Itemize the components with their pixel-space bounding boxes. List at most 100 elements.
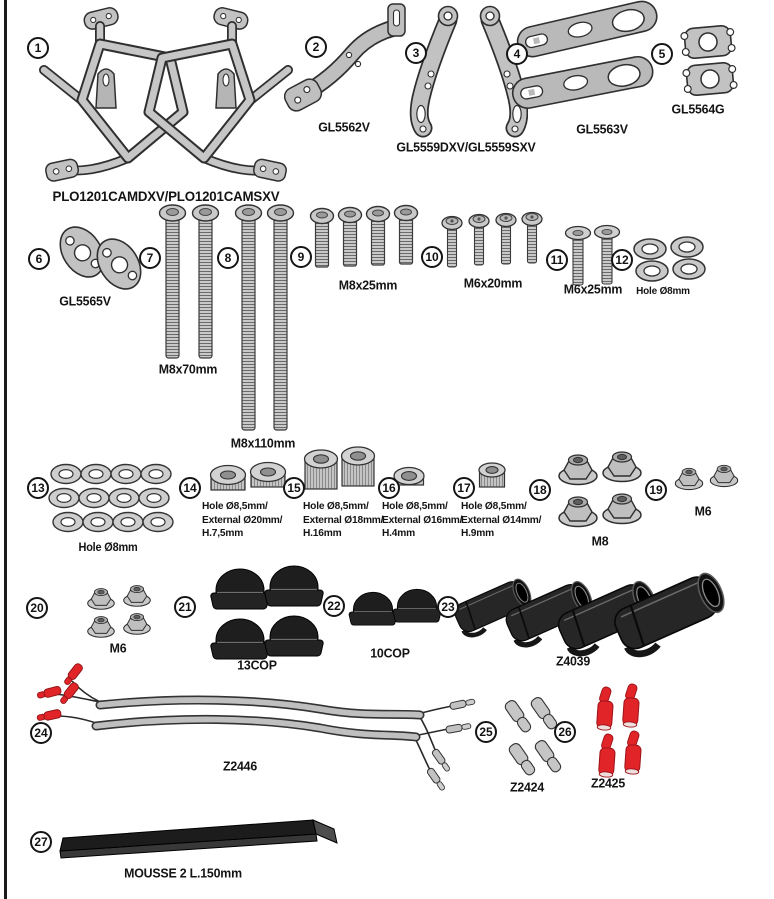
- label-hole-8mm-set: Hole Ø8mm: [78, 542, 138, 554]
- label-m6-nuts-pair: M6: [694, 503, 712, 519]
- label-m8x25: M8x25mm: [338, 277, 398, 293]
- item-number: 13: [31, 481, 45, 495]
- label-plo1201cam: PLO1201CAMDXV/PLO1201CAMSXV: [52, 188, 280, 204]
- part-bolts-m8x110: [234, 204, 295, 431]
- item-20-badge: 20: [26, 597, 48, 619]
- label-gl5564g: GL5564G: [671, 101, 725, 117]
- item-4-badge: 4: [506, 43, 528, 65]
- label-m8x70: M8x70mm: [158, 361, 218, 377]
- part-connectors-z2425: [595, 682, 643, 779]
- item-19-badge: 19: [645, 479, 667, 501]
- item-number: 4: [513, 47, 521, 61]
- label-gl5559: GL5559DXV/GL5559SXV: [396, 139, 536, 155]
- label-10cop: 10COP: [370, 645, 410, 661]
- item-number: 24: [34, 726, 48, 740]
- spec-line: H.7,5mm: [202, 527, 244, 539]
- item-number: 12: [615, 253, 629, 267]
- item-number: 1: [34, 41, 42, 55]
- item-6-badge: 6: [28, 248, 50, 270]
- label-gl5565v: GL5565V: [59, 293, 111, 309]
- item-13-badge: 13: [27, 477, 49, 499]
- item-18-badge: 18: [529, 479, 551, 501]
- label-mousse: MOUSSE 2 L.150mm: [124, 865, 242, 881]
- item-3-badge: 3: [405, 42, 427, 64]
- label-hole-8mm: Hole Ø8mm: [636, 285, 690, 297]
- item-number: 15: [287, 481, 301, 495]
- item-7-badge: 7: [139, 247, 161, 269]
- item-8-badge: 8: [217, 247, 239, 269]
- label-z2446: Z2446: [222, 758, 258, 774]
- part-nuts-m8: [558, 451, 642, 528]
- item-21-badge: 21: [174, 596, 196, 618]
- item-number: 11: [550, 253, 564, 267]
- item-number: 21: [178, 600, 192, 614]
- label-gl5562v: GL5562V: [318, 119, 370, 135]
- part-spacers-18mm: [303, 446, 376, 490]
- part-plates-gl5564g: [679, 23, 739, 98]
- item-15-badge: 15: [283, 477, 305, 499]
- item-2-badge: 2: [305, 36, 327, 58]
- label-m6x20: M6x20mm: [463, 275, 523, 291]
- label-gl5563v: GL5563V: [576, 121, 628, 137]
- item-number: 2: [312, 40, 320, 54]
- label-m8-nuts: M8: [591, 533, 609, 549]
- label-m6-nuts-set: M6: [109, 640, 127, 656]
- part-wiring-z2446: [35, 661, 476, 793]
- part-foam-mousse: [59, 819, 338, 859]
- item-number: 10: [425, 250, 439, 264]
- item-10-badge: 10: [421, 246, 443, 268]
- item-number: 20: [30, 601, 44, 615]
- item-27-badge: 27: [30, 831, 52, 853]
- item-22-badge: 22: [323, 595, 345, 617]
- label-spacer-20-spec: Hole Ø8,5mm/ External Ø20mm/ H.7,5mm: [202, 500, 283, 541]
- item-number: 3: [412, 46, 420, 60]
- item-number: 22: [327, 599, 341, 613]
- label-spacer-18-spec: Hole Ø8,5mm/ External Ø18mm/ H.16mm: [303, 500, 384, 541]
- part-caps-10cop: [348, 588, 442, 626]
- item-17-badge: 17: [453, 477, 475, 499]
- part-bracket-gl5562v: [284, 3, 406, 112]
- item-number: 7: [146, 251, 154, 265]
- item-number: 9: [297, 250, 305, 264]
- item-14-badge: 14: [179, 477, 201, 499]
- spec-line: Hole Ø8,5mm/: [303, 500, 369, 512]
- spec-line: Hole Ø8,5mm/: [202, 500, 268, 512]
- item-26-badge: 26: [554, 721, 576, 743]
- item-number: 23: [441, 600, 455, 614]
- spec-line: External Ø14mm/: [461, 513, 542, 526]
- part-spacer-14mm: [478, 462, 506, 488]
- spec-line: External Ø20mm/: [202, 513, 283, 526]
- part-washers-8mm-set: [48, 463, 174, 533]
- item-24-badge: 24: [30, 722, 52, 744]
- item-number: 27: [34, 835, 48, 849]
- item-number: 18: [533, 483, 547, 497]
- item-number: 25: [479, 725, 493, 739]
- item-25-badge: 25: [475, 721, 497, 743]
- part-bolts-m8x70: [158, 204, 220, 359]
- part-washers-8mm: [633, 236, 706, 282]
- part-bolts-m8x25: [309, 204, 419, 268]
- part-bolts-m6x20: [441, 211, 543, 268]
- item-1-badge: 1: [27, 37, 49, 59]
- spec-line: External Ø18mm/: [303, 513, 384, 526]
- item-5-badge: 5: [651, 43, 673, 65]
- item-number: 6: [35, 252, 43, 266]
- item-16-badge: 16: [378, 477, 400, 499]
- item-12-badge: 12: [611, 249, 633, 271]
- spec-line: H.9mm: [461, 527, 494, 539]
- label-m8x110: M8x110mm: [230, 435, 296, 451]
- label-spacer-14-spec: Hole Ø8,5mm/ External Ø14mm/ H.9mm: [461, 500, 542, 541]
- part-pannier-frame: [39, 7, 293, 182]
- page-edge-line: [4, 0, 7, 899]
- spec-line: Hole Ø8,5mm/: [382, 500, 448, 512]
- part-sleeves-z4039: [438, 545, 728, 663]
- part-caps-13cop: [210, 565, 324, 660]
- item-9-badge: 9: [290, 246, 312, 268]
- label-z2425: Z2425: [590, 775, 626, 791]
- part-nuts-m6-pair: [674, 464, 739, 491]
- spec-line: H.16mm: [303, 527, 342, 539]
- spec-line: Hole Ø8,5mm/: [461, 500, 527, 512]
- label-z2424: Z2424: [509, 779, 545, 795]
- item-number: 8: [224, 251, 232, 265]
